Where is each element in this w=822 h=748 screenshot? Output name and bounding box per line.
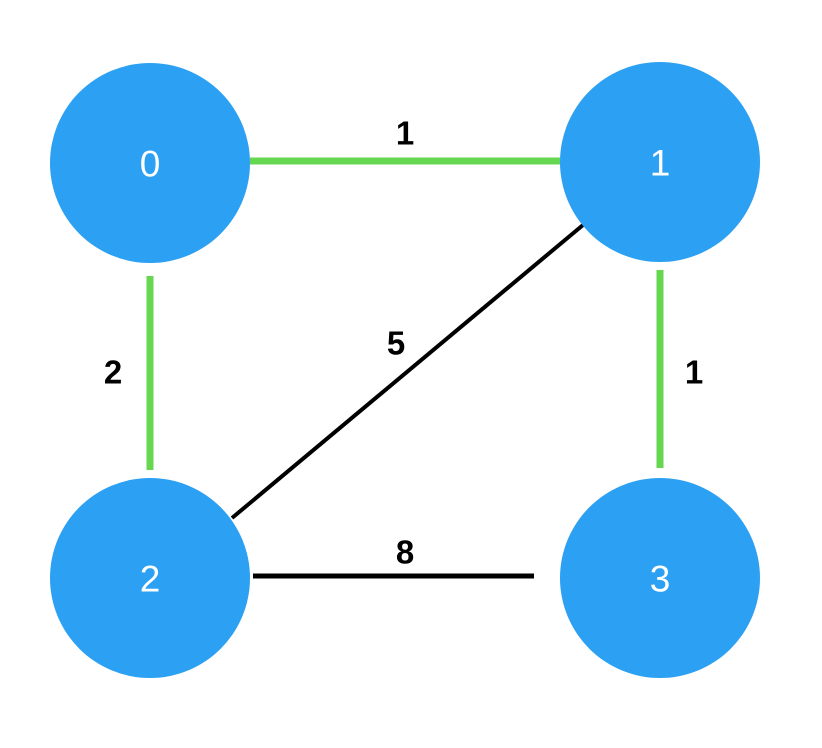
edge-0-2-weight-label: 2	[104, 354, 122, 391]
node-labels-layer: 0 1 2 3	[140, 143, 671, 600]
edges-layer	[146, 157, 664, 579]
node-0-circle[interactable]	[50, 63, 250, 263]
node-1-label: 1	[650, 143, 671, 184]
nodes-layer	[50, 62, 760, 678]
node-3-circle[interactable]	[560, 478, 760, 678]
edge-1-2-weight-label: 5	[387, 325, 405, 362]
node-1-circle[interactable]	[560, 62, 760, 262]
node-0-label: 0	[140, 144, 161, 185]
edge-1-2-line[interactable]	[230, 223, 585, 520]
edge-2-3-weight-label: 8	[396, 534, 414, 571]
edge-1-3-weight-label: 1	[685, 354, 703, 391]
edge-0-1-weight-label: 1	[396, 115, 414, 152]
node-2-label: 2	[140, 559, 161, 600]
node-3-label: 3	[650, 559, 671, 600]
edge-weight-labels-layer: 1 2 1 5 8	[104, 115, 703, 571]
node-2-circle[interactable]	[50, 478, 250, 678]
